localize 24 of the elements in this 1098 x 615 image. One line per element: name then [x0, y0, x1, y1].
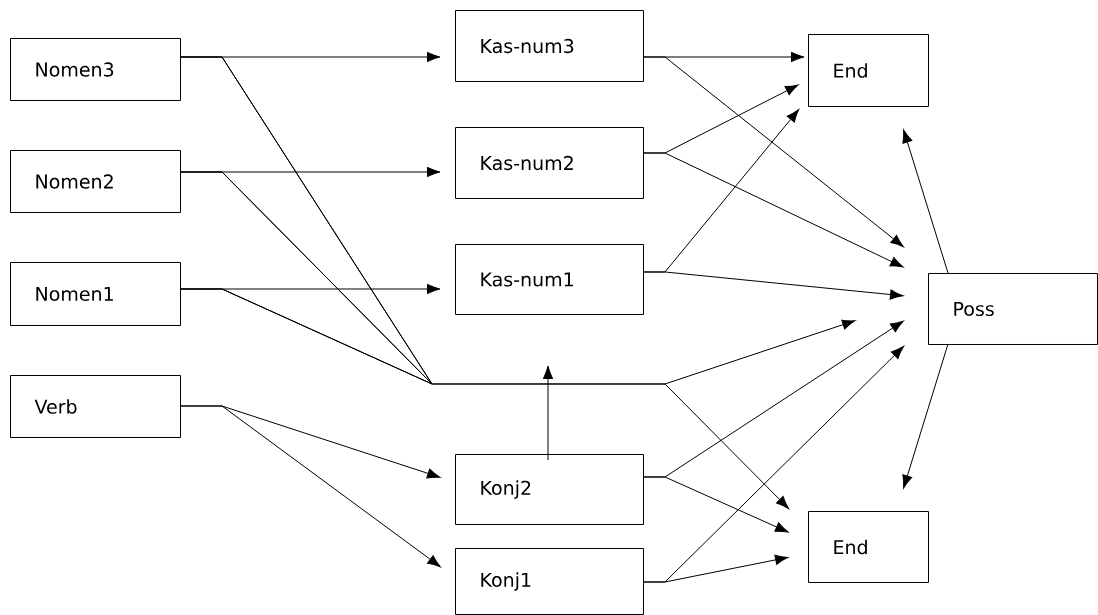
- arrow: [642, 56, 904, 248]
- text-box: Verb: [10, 375, 181, 438]
- arrow: [179, 405, 441, 568]
- arrow: [642, 476, 789, 533]
- arrow: [642, 554, 789, 583]
- text-box: End: [808, 34, 929, 107]
- arrow: [179, 166, 441, 178]
- text-box: Nomen1: [10, 262, 181, 326]
- arrow: [902, 129, 949, 274]
- text-box: Konj2: [455, 454, 644, 525]
- text-box: Konj1: [455, 548, 644, 615]
- text-box: Poss: [928, 273, 1098, 345]
- text-box: Kas-num3: [455, 10, 644, 82]
- arrow: [542, 365, 554, 461]
- text-box: Kas-num1: [455, 244, 644, 315]
- text-box: End: [808, 511, 929, 583]
- arrow: [179, 51, 441, 63]
- arrow: [902, 343, 949, 489]
- text-box: Nomen2: [10, 150, 181, 213]
- text-box: Kas-num2: [455, 127, 644, 199]
- arrow: [642, 271, 904, 300]
- arrow: [642, 152, 904, 268]
- text-box: Nomen3: [10, 38, 181, 101]
- arrow: [179, 283, 441, 295]
